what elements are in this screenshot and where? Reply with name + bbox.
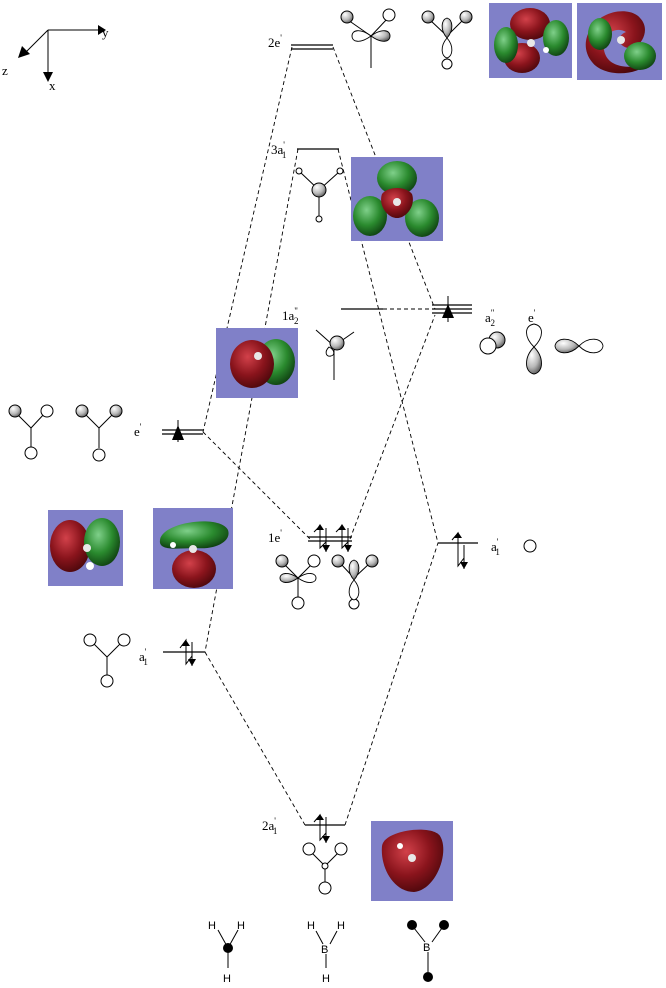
mo-3a1-lcao-sketch: [295, 167, 344, 223]
h3-e-label: e': [134, 422, 142, 439]
b-s-orbital: [523, 539, 537, 553]
h3-h3: H: [223, 973, 231, 985]
b-a1-label: a'1: [491, 537, 500, 557]
boron-fragment-structure: B: [407, 920, 449, 982]
mo-1e-label: 1e': [268, 528, 282, 545]
b-py-orbital: [554, 338, 604, 354]
mo-1a2-lcao-sketch: [315, 329, 355, 380]
mo-1e-level: 1e': [268, 524, 352, 552]
mo-3a1-render: [351, 157, 443, 241]
mo-1e-render-1: [48, 510, 123, 586]
b-px-orbital: [526, 323, 542, 375]
mo-2a1-label: 2a'1: [262, 816, 277, 836]
b-frag-b: B: [423, 942, 430, 954]
bh3-h1: H: [307, 920, 315, 932]
b-pz-orbital: [479, 331, 506, 355]
mo-1a2-level: 1a"2: [282, 306, 383, 326]
bh3-h3: H: [322, 973, 330, 985]
mo-1e-lcao-sketch-1: [275, 554, 321, 610]
mo-2e-render-2: [577, 3, 662, 80]
mo-2a1-lcao-sketch: [302, 842, 348, 895]
b-p-level: a"2 e': [432, 296, 536, 328]
mo-2e-label: 2e': [268, 33, 282, 50]
b-a2-label: a"2: [485, 308, 495, 328]
h3-a1-label: a'1: [139, 647, 148, 667]
axis-z-label: z: [2, 63, 8, 78]
h3-e-sketch-2: [75, 404, 123, 462]
mo-2e-lcao-sketch-1: [340, 8, 396, 68]
mo-2e-level: 2e': [268, 33, 333, 50]
mo-1e-lcao-sketch-2: [331, 554, 379, 610]
mo-3a1-level: 3a'1: [271, 140, 339, 160]
mo-1a2-render: [216, 328, 298, 398]
h3-fragment-structure: H H H: [208, 920, 245, 985]
bh3-h2: H: [337, 920, 345, 932]
axis-x-label: x: [49, 78, 56, 93]
mo-2a1-level: 2a'1: [262, 813, 345, 843]
h3-h1: H: [208, 920, 216, 932]
mo-2e-lcao-sketch-2: [421, 10, 473, 70]
h3-e-level: e': [134, 420, 203, 442]
h3-h2: H: [237, 920, 245, 932]
mo-3a1-label: 3a'1: [271, 140, 286, 160]
bh3-b: B: [321, 944, 328, 956]
mo-2e-render-1: [489, 3, 572, 78]
b-e-label: e': [528, 308, 536, 325]
h3-e-sketch-1: [8, 404, 54, 460]
coordinate-axes: y z x: [2, 25, 109, 93]
b-s-level: a'1: [438, 531, 537, 569]
mo-2a1-render: [371, 821, 453, 901]
mo-1a2-label: 1a"2: [282, 306, 298, 326]
h3-a1-sketch: [83, 633, 131, 688]
mo-1e-render-2: [153, 508, 233, 589]
h3-a1-level: a'1: [139, 638, 205, 667]
axis-y-label: y: [102, 25, 109, 40]
bh3-structure: B H H H: [307, 920, 345, 985]
